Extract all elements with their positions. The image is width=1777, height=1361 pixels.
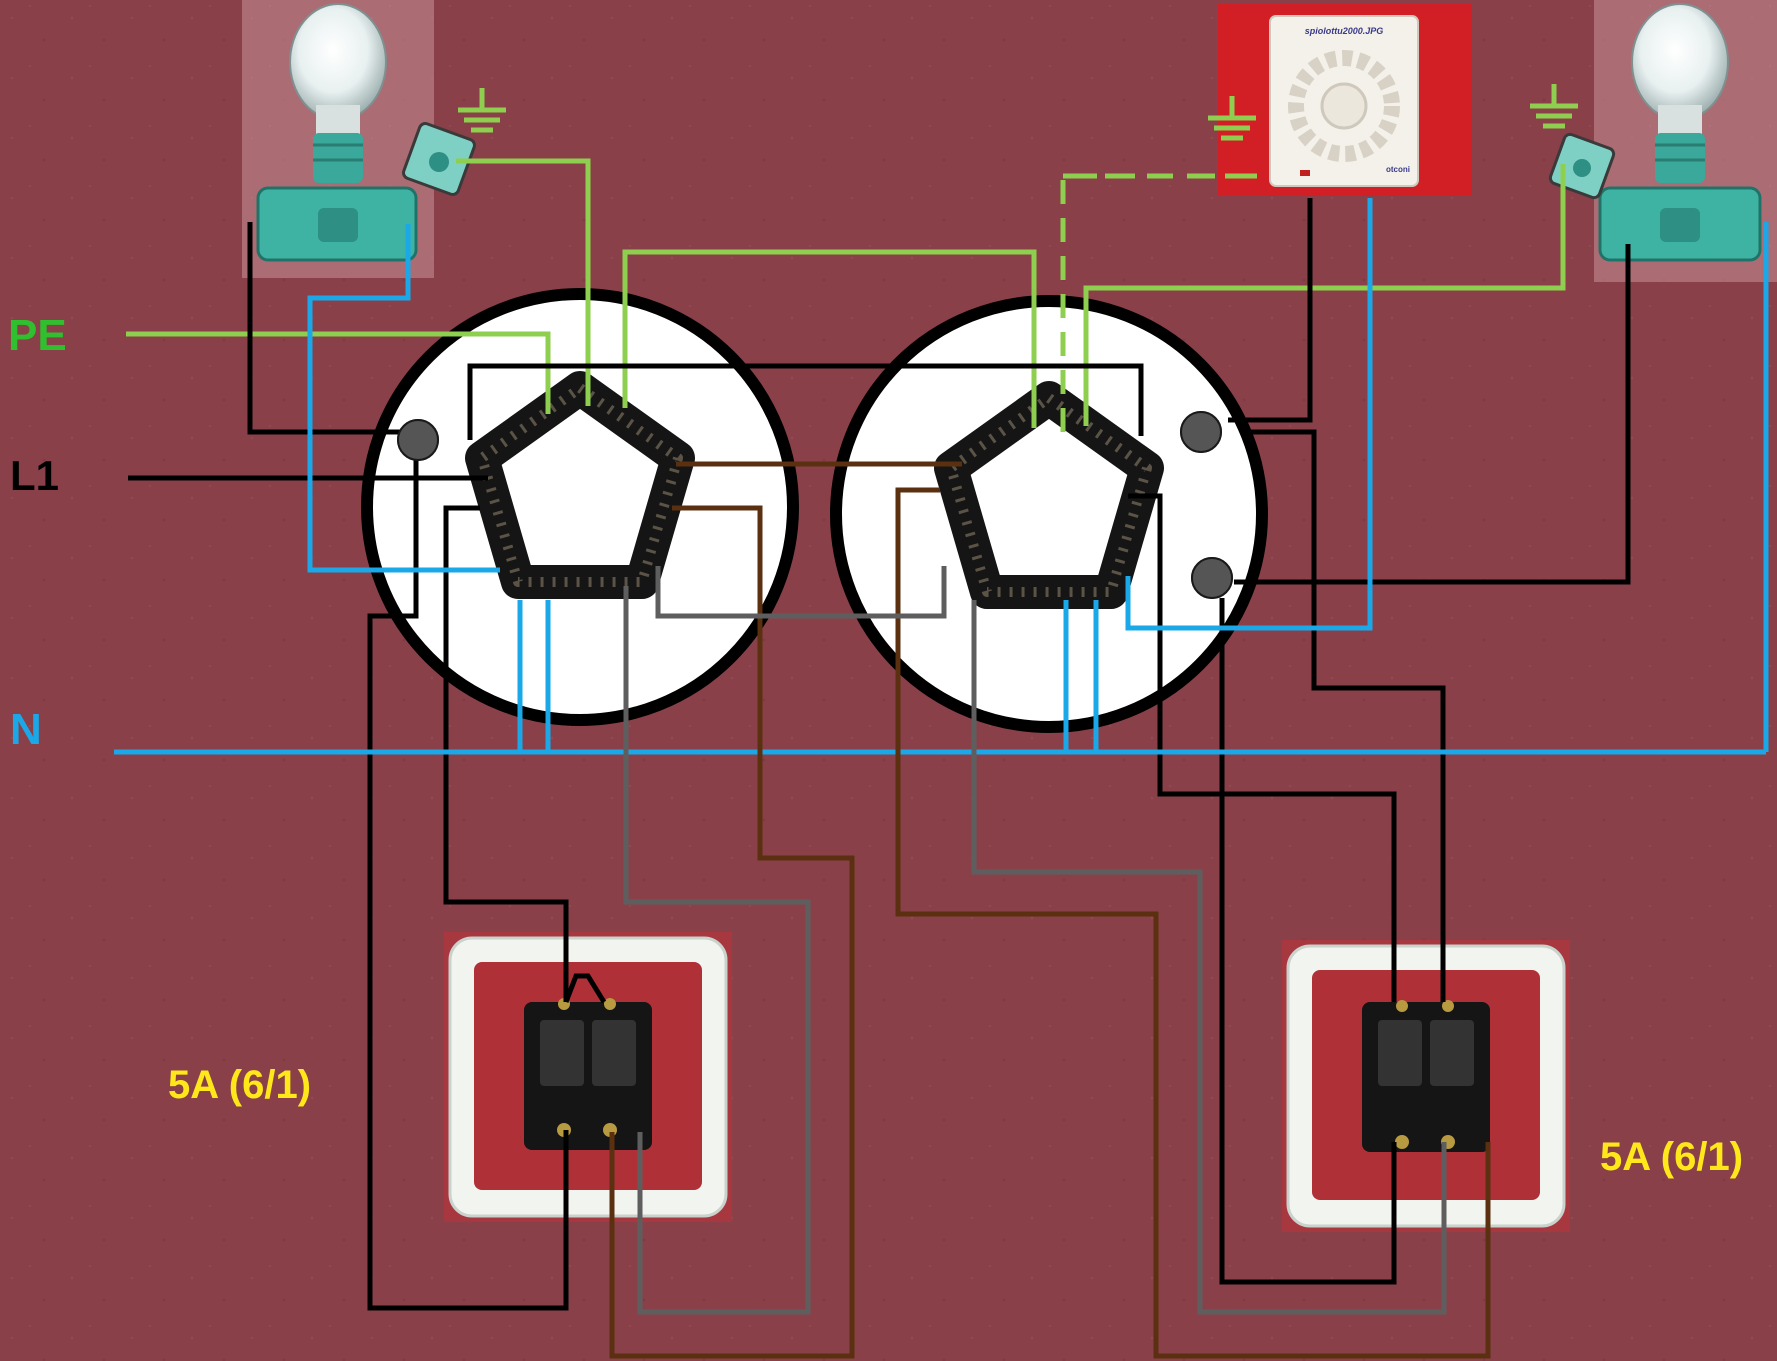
exhaust-fan-icon xyxy=(1288,50,1400,162)
screw-terminal xyxy=(397,419,439,461)
lamp-right xyxy=(1594,0,1777,282)
ground-symbol-icon xyxy=(1208,96,1256,141)
neutral-wires xyxy=(114,198,1769,755)
double-switch-icon xyxy=(524,998,652,1150)
lamp-left xyxy=(242,0,434,278)
grey-wires xyxy=(623,566,1447,1315)
label-n: N xyxy=(10,705,42,754)
switch-right xyxy=(1282,940,1570,1232)
pe-wires xyxy=(126,158,1566,432)
screw-terminal xyxy=(1191,557,1233,599)
junction-box-icon xyxy=(934,381,1164,609)
switch-left xyxy=(444,932,732,1222)
light-bulb-icon xyxy=(289,3,387,183)
fan-brand-top: spiolottu2000.JPG xyxy=(1305,26,1384,36)
light-bulb-icon xyxy=(1631,3,1729,183)
label-pe: PE xyxy=(8,311,67,360)
ground-terminal-right xyxy=(1548,132,1616,200)
junction-box-icon xyxy=(465,371,695,599)
label-l1: L1 xyxy=(10,452,59,499)
ground-symbol-icon xyxy=(1530,84,1578,129)
ground-symbol-icon xyxy=(458,88,506,133)
label-switch-left: 5A (6/1) xyxy=(168,1063,311,1107)
brown-wires xyxy=(609,461,1491,1359)
fan-brand-bottom: otconi xyxy=(1386,165,1410,174)
exhaust-fan: spiolottu2000.JPG otconi xyxy=(1218,4,1472,196)
ground-terminal-left xyxy=(402,122,476,196)
label-switch-right: 5A (6/1) xyxy=(1600,1135,1743,1179)
screw-terminal xyxy=(1180,411,1222,453)
double-switch-icon xyxy=(1362,1000,1490,1152)
